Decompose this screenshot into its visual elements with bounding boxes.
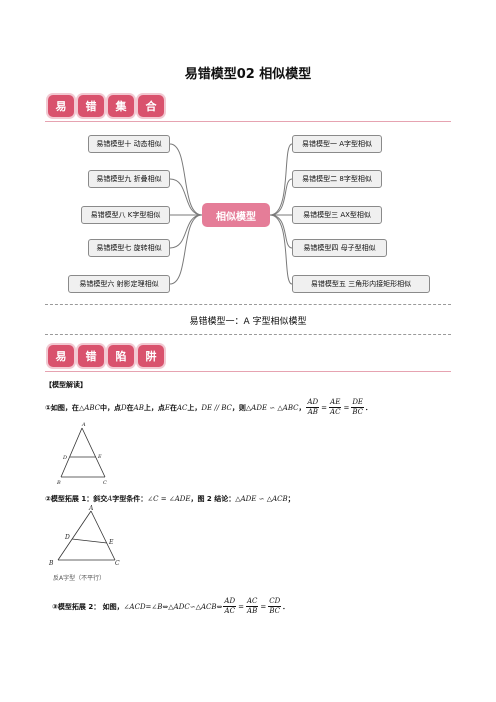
mindmap-center-node: 相似模型 <box>202 203 270 227</box>
label-a: A <box>88 505 94 512</box>
banner-char: 陷 <box>108 345 134 367</box>
banner-char: 错 <box>78 345 104 367</box>
connector <box>169 143 203 216</box>
banner-errors-collection: 易 错 集 合 <box>45 95 451 122</box>
connector <box>269 143 293 216</box>
mindmap-node-left: 易错模型九 折叠相似 <box>88 170 170 188</box>
section-divider-bottom <box>45 334 451 335</box>
banner-char: 集 <box>108 95 134 117</box>
mind-map: 易错模型十 动态相似 易错模型九 折叠相似 易错模型八 K字型相似 易错模型七 … <box>60 127 436 299</box>
figure-a-shape-parallel: A D E B C <box>56 422 107 486</box>
banner-char: 易 <box>48 345 74 367</box>
figure-caption: 反A字型（不平行） <box>53 574 105 582</box>
connector <box>269 178 293 216</box>
label-e: E <box>108 539 114 546</box>
label-e: E <box>97 454 102 460</box>
figure-reverse-a-shape: A D E B C 反A字型（不平行） <box>48 505 120 582</box>
mindmap-node-right: 易错模型四 母子型相似 <box>292 239 387 257</box>
connector <box>269 214 293 249</box>
model-statement-2: ②模型拓展 1：斜交A字型条件：∠C = ∠ADE，图 2 结论：△ADE ∽ … <box>45 495 295 503</box>
banner-char: 合 <box>138 95 164 117</box>
mindmap-node-right: 易错模型五 三角形内接矩形相似 <box>292 275 430 293</box>
banner-errors-traps: 易 错 陷 阱 <box>45 345 451 372</box>
mindmap-node-left: 易错模型十 动态相似 <box>88 135 170 153</box>
mindmap-node-right: 易错模型二 8字型相似 <box>292 170 382 188</box>
label-b: B <box>48 560 54 567</box>
connector <box>169 178 203 216</box>
mindmap-node-right: 易错模型三 AX型相似 <box>292 206 382 224</box>
label-a: A <box>81 422 86 428</box>
page-title: 易错模型02 相似模型 <box>184 67 312 82</box>
mindmap-node-left: 易错模型七 旋转相似 <box>88 239 170 257</box>
connector <box>169 214 203 285</box>
connector <box>269 214 293 285</box>
banner-char: 阱 <box>138 345 164 367</box>
banner-char: 易 <box>48 95 74 117</box>
label-c: C <box>115 560 120 567</box>
mind-map-connectors <box>169 143 293 285</box>
banner-char: 错 <box>78 95 104 117</box>
banner-rule <box>45 371 451 372</box>
mindmap-node-left: 易错模型八 K字型相似 <box>81 206 170 224</box>
section-divider-top <box>45 304 451 305</box>
label-b: B <box>56 480 61 486</box>
banner-rule <box>45 121 451 122</box>
mindmap-node-right: 易错模型一 A字型相似 <box>292 135 382 153</box>
label-c: C <box>103 480 107 486</box>
label-d: D <box>62 455 67 461</box>
label-d: D <box>64 534 70 541</box>
section-title: 易错模型一：A 字型相似模型 <box>189 317 307 327</box>
mindmap-node-left: 易错模型六 射影定理相似 <box>68 275 170 293</box>
model-explanation-heading: 【模型解读】 <box>45 381 87 389</box>
